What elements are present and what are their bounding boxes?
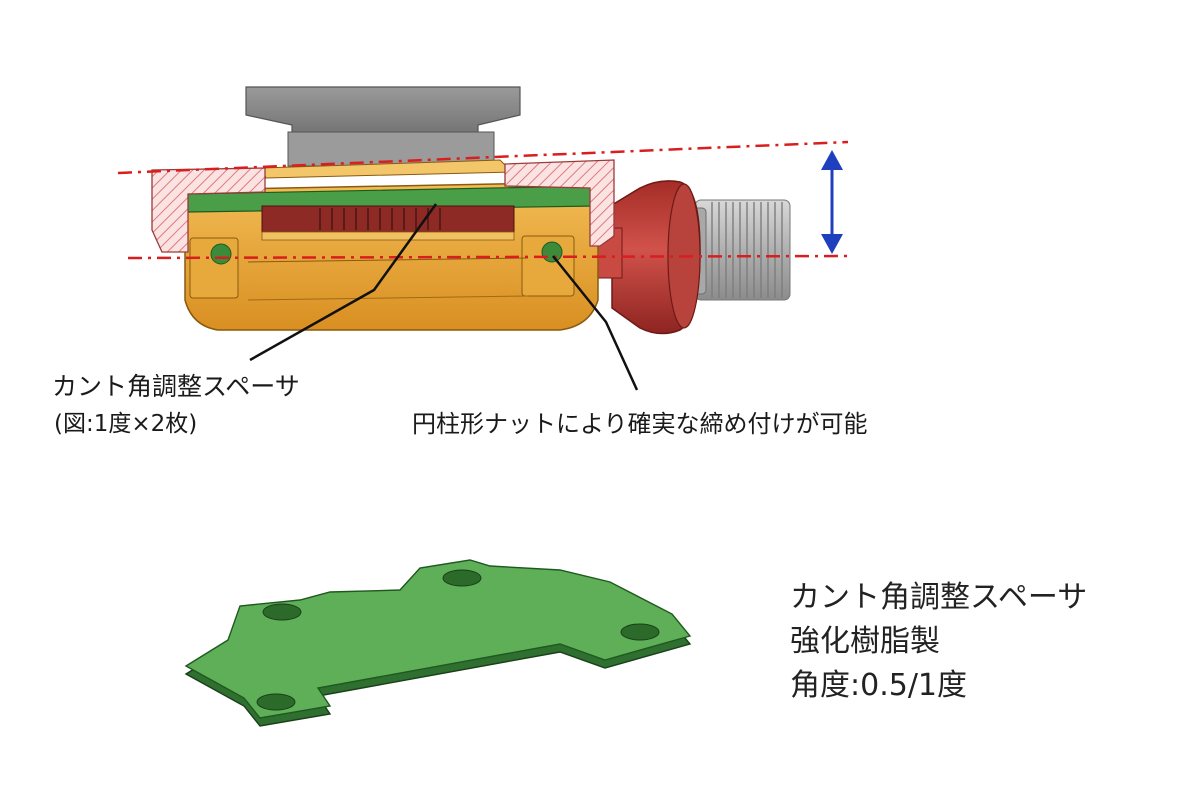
spec-part-name: カント角調整スペーサ (790, 580, 1088, 615)
callout-nut: 円柱形ナットにより確実な締め付けが可能 (412, 410, 868, 438)
spacer-part-illustration (184, 559, 692, 727)
leader-nut (552, 255, 639, 391)
leader-spacer (249, 203, 438, 362)
measure-arrow-icon (821, 150, 843, 254)
mount-bracket-section (151, 159, 615, 253)
threaded-stud (687, 199, 791, 301)
leader-lines (249, 203, 639, 391)
callout-spacer-title: カント角調整スペーサ (52, 372, 300, 401)
top-mounting-plate (245, 86, 521, 167)
cant-spacer-section (187, 185, 597, 265)
lower-reference-line (127, 254, 849, 260)
upper-reference-line (117, 140, 849, 175)
callout-spacer-note: (図:1度×2枚) (54, 411, 198, 437)
spec-material: 強化樹脂製 (790, 624, 940, 659)
spec-angle: 角度:0.5/1度 (790, 668, 968, 703)
reference-lines (117, 140, 849, 260)
